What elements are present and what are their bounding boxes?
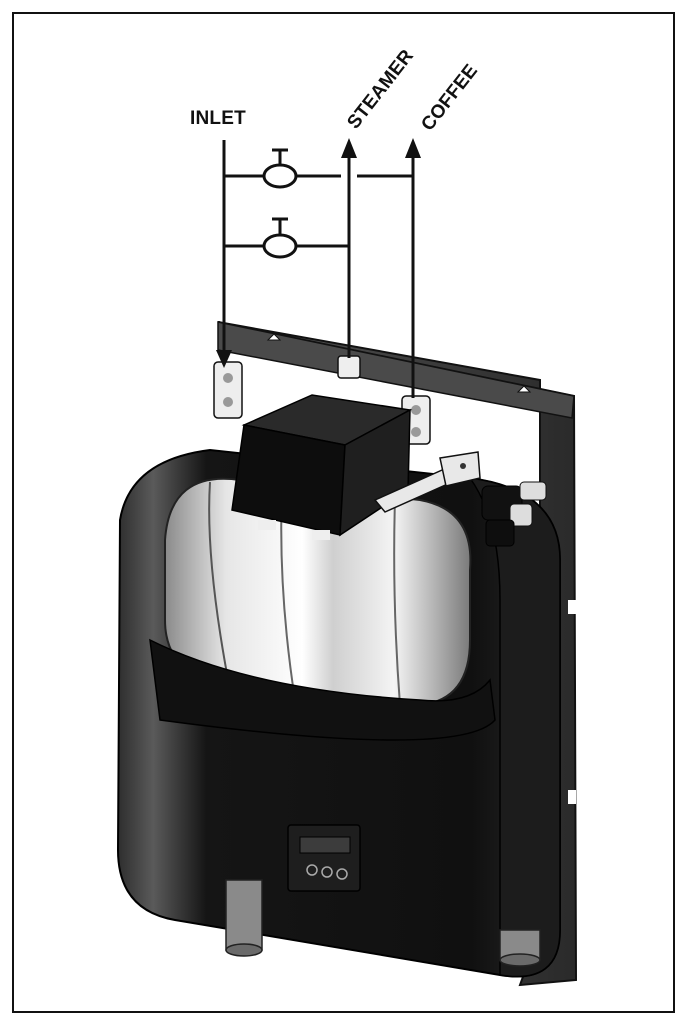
drain-pipe-right xyxy=(499,929,541,967)
mixing-valve-lower-icon xyxy=(262,217,298,259)
steamer-label: STEAMER xyxy=(343,46,418,133)
control-panel xyxy=(287,824,361,892)
tank-strap xyxy=(373,451,481,513)
mixing-valve-upper-icon xyxy=(262,148,298,189)
steamer-arrow-icon xyxy=(341,138,357,158)
coffee-label: COFFEE xyxy=(417,60,482,135)
coffee-arrow-icon xyxy=(405,138,421,158)
schematic-lines xyxy=(222,140,415,398)
water-tank xyxy=(149,477,496,741)
panel-button-icon xyxy=(336,868,348,880)
control-box xyxy=(231,394,413,540)
figure-frame xyxy=(12,12,675,1013)
panel-button-icon xyxy=(306,864,318,876)
panel-button-icon xyxy=(321,866,333,878)
steamer-fitting xyxy=(337,355,361,379)
pressure-valve xyxy=(481,481,547,547)
drain-pipe-left xyxy=(225,879,263,957)
inlet-fitting xyxy=(213,361,243,419)
inlet-label: INLET xyxy=(190,108,246,129)
inlet-arrow-icon xyxy=(216,350,232,368)
